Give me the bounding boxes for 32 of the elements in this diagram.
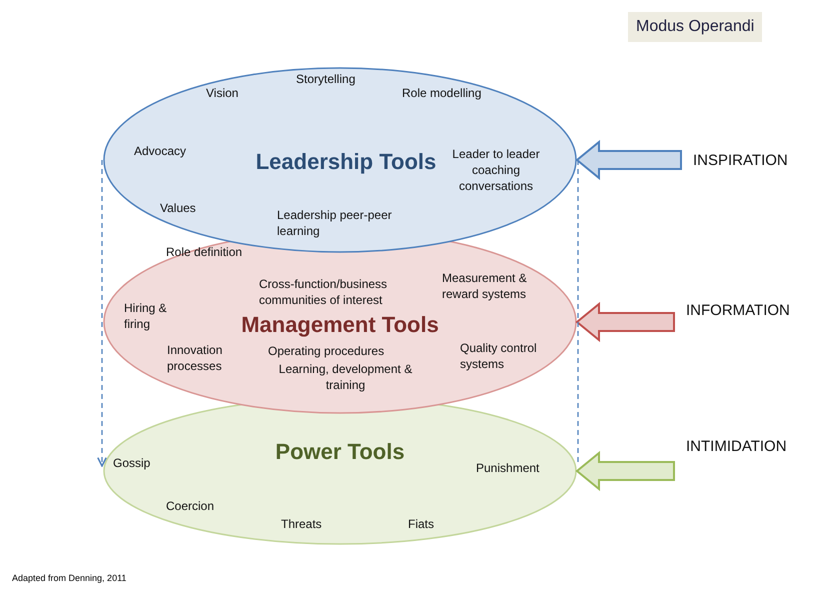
- tool-label: Storytelling: [296, 71, 356, 87]
- tool-label: Quality control systems: [460, 340, 538, 372]
- tool-label: Gossip: [113, 455, 152, 471]
- block-arrow: [575, 302, 675, 342]
- tool-label: Threats: [281, 516, 323, 532]
- tool-label: Innovation processes: [167, 342, 224, 374]
- tool-label: Advocacy: [134, 143, 188, 159]
- tool-label: Values: [160, 200, 197, 216]
- tool-label: Leadership peer-peer learning: [277, 207, 393, 239]
- tool-label: Operating procedures: [268, 343, 386, 359]
- title-box: Modus Operandi: [628, 12, 762, 42]
- tool-label: Hiring & firing: [124, 300, 168, 332]
- caption: Adapted from Denning, 2011: [12, 573, 126, 583]
- dashed-arrow: [97, 160, 107, 467]
- tool-label: Learning, development & training: [278, 361, 414, 393]
- tool-label: Punishment: [476, 460, 540, 476]
- layer-heading: Management Tools: [241, 312, 439, 338]
- mode-label: INTIMIDATION: [686, 439, 787, 455]
- tool-label: Measurement & reward systems: [442, 270, 528, 302]
- tool-label: Cross-function/business communities of interest: [259, 276, 388, 308]
- tool-label: Coercion: [166, 498, 216, 514]
- tool-label: Role definition: [166, 244, 244, 260]
- mode-label: INFORMATION: [686, 303, 790, 319]
- tool-label: Role modelling: [402, 85, 482, 101]
- layer-heading: Power Tools: [275, 439, 405, 465]
- block-arrow: [575, 140, 682, 180]
- tool-label: Vision: [206, 85, 240, 101]
- tool-label: Leader to leader coaching conversations: [451, 146, 541, 194]
- layer-heading: Leadership Tools: [256, 149, 436, 175]
- mode-label: INSPIRATION: [693, 153, 788, 169]
- tool-label: Fiats: [408, 516, 436, 532]
- block-arrow: [575, 450, 675, 492]
